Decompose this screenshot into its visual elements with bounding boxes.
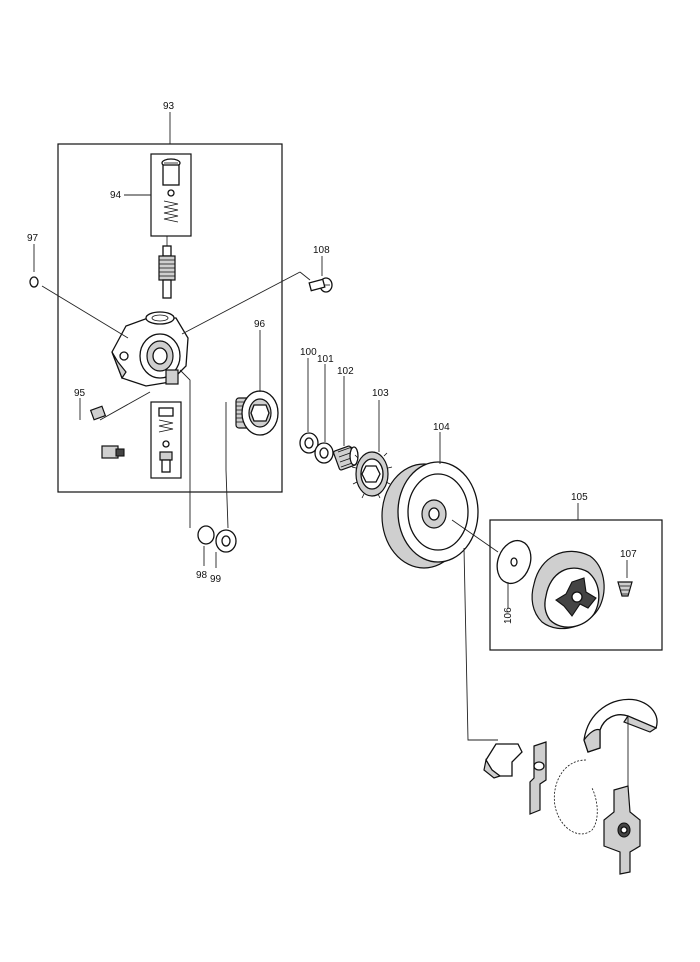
washer-101	[314, 442, 334, 464]
assembly-box-105	[489, 519, 663, 651]
pump-worm-shaft	[158, 236, 176, 299]
part-label-94[interactable]: 94	[110, 190, 122, 201]
part-label-108[interactable]: 108	[313, 245, 330, 256]
clutch-assembly	[531, 550, 605, 630]
flat-key-plate	[529, 741, 547, 815]
part-label-105[interactable]: 105	[571, 492, 588, 503]
part-label-96[interactable]: 96	[254, 319, 266, 330]
o-ring-97	[29, 276, 39, 288]
valve-inset-box	[150, 401, 182, 479]
washer-100	[299, 432, 319, 454]
part-label-100[interactable]: 100	[300, 347, 317, 358]
circlip-98	[197, 525, 215, 545]
screw-108	[308, 277, 333, 293]
sprocket-103	[351, 451, 393, 499]
part-label-93[interactable]: 93	[163, 101, 175, 112]
clutch-drum-104	[381, 461, 479, 569]
part-label-99[interactable]: 99	[210, 574, 222, 585]
part-label-98[interactable]: 98	[196, 570, 208, 581]
oil-pump-body	[111, 311, 189, 387]
check-valve-spring	[158, 407, 174, 473]
part-label-106[interactable]: 106	[503, 607, 514, 624]
part-label-102[interactable]: 102	[337, 366, 354, 377]
part-label-95[interactable]: 95	[74, 388, 86, 399]
oil-hose-95	[67, 405, 125, 459]
bracket-clip	[483, 743, 523, 779]
part-label-103[interactable]: 103	[372, 388, 389, 399]
worm-gear-96	[235, 390, 279, 436]
part-label-104[interactable]: 104	[433, 422, 450, 433]
washer-99	[215, 529, 237, 553]
needle-bearing-102	[333, 445, 359, 471]
part-label-107[interactable]: 107	[620, 549, 637, 560]
guard-cover	[583, 698, 658, 753]
part-label-101[interactable]: 101	[317, 354, 334, 365]
part-label-97[interactable]: 97	[27, 233, 39, 244]
adjuster-screw-94	[161, 158, 181, 223]
spring-107	[617, 581, 633, 597]
washer-106	[496, 539, 532, 585]
coil-spring	[553, 759, 598, 835]
chain-tensioner-block	[603, 785, 641, 875]
